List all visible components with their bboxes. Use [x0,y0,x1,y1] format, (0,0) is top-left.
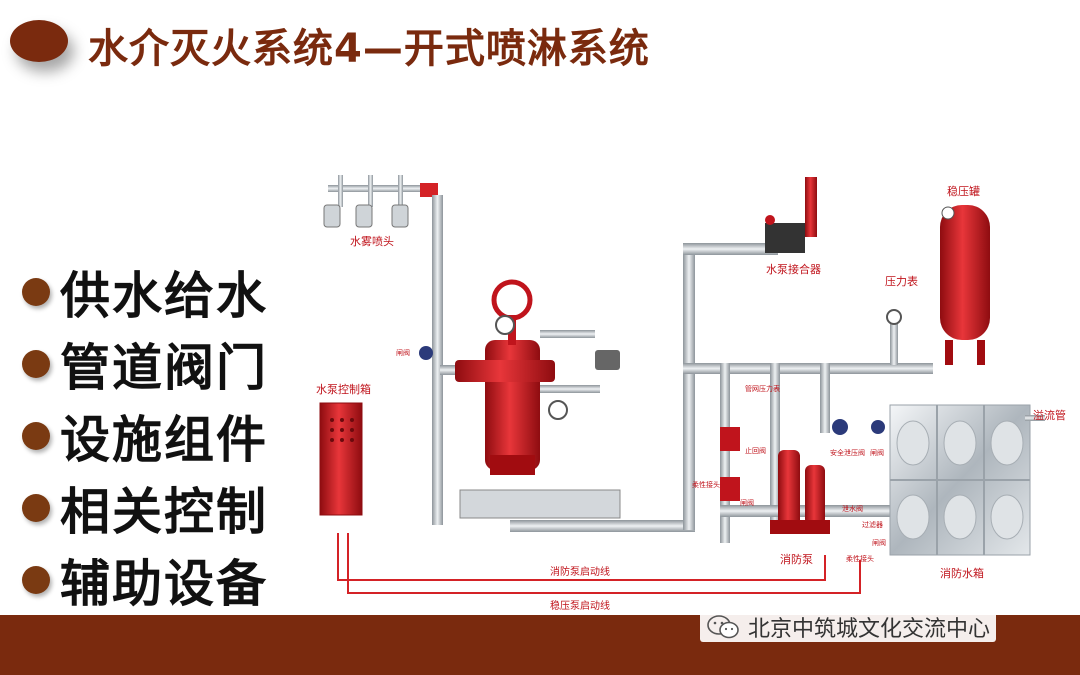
pressure-gauge-icon [886,309,902,325]
pump-adapter [765,177,817,253]
fire-pumps [720,427,830,534]
bullet-text: 辅助设备 [60,555,268,613]
label-pressure-tank: 稳压罐 [947,184,980,198]
label-pump-control-box: 水泵控制箱 [316,382,371,396]
pressure-tank [940,205,990,365]
bullet-item: 相关控制 [22,472,268,544]
watermark-text: 北京中筑城文化交流中心 [748,617,991,642]
bullet-text: 供水给水 [60,267,268,325]
wechat-icon [707,615,739,639]
label-drain-valve: 泄水阀 [842,504,863,513]
label-filter: 过滤器 [862,520,883,529]
label-safety-relief-valve: 安全泄压阀 [830,448,865,457]
bullet-text: 设施组件 [60,411,268,469]
safety-valve-icon [832,419,848,435]
label-gate-valve-4: 闸阀 [872,538,886,547]
label-pump-adapter: 水泵接合器 [766,262,821,276]
slide-title: 水介灭火系统4—开式喷淋系统 [88,26,650,72]
deluge-valve-assembly [419,279,621,519]
label-fire-pump: 消防泵 [780,552,813,566]
label-spray-heads: 水雾喷头 [350,235,394,248]
bullet-text: 管道阀门 [60,339,268,397]
label-gate-valve-3: 闸阀 [870,448,884,457]
label-flex-joint: 柔性接头 [692,480,720,489]
label-flex-joint-2: 柔性接头 [846,554,874,563]
label-gate-valve: 闸阀 [396,348,410,357]
label-fire-pump-start-line: 消防泵启动线 [550,565,610,578]
label-pressure-gauge: 压力表 [885,274,918,288]
bullet-dot-icon [22,494,50,522]
bullet-item: 辅助设备 [22,544,268,616]
bullet-dot-icon [22,350,50,378]
bullet-dot-icon [22,566,50,594]
bullet-text: 相关控制 [60,483,268,541]
label-check-valve: 止回阀 [745,446,766,455]
water-tank [889,404,1045,556]
watermark: 北京中筑城文化交流中心 [700,612,997,642]
bullet-item: 供水给水 [22,256,268,328]
bullet-dot-icon [22,278,50,306]
gate-valve-icon [871,420,885,434]
label-water-tank: 消防水箱 [940,566,984,580]
bullet-item: 设施组件 [22,400,268,472]
pump-control-box [319,402,363,516]
label-overflow-pipe: 溢流管 [1033,408,1066,422]
bullet-item: 管道阀门 [22,328,268,400]
sprinkler-system-diagram: 水雾喷头 闸阀 水泵控制箱 消防泵启动线 稳压泵启动线 [316,175,1066,610]
label-gate-valve-2: 闸阀 [740,498,754,507]
bullet-list: 供水给水 管道阀门 设施组件 相关控制 辅助设备 [22,256,268,616]
bullet-dot-icon [22,422,50,450]
title-bullet-dot [10,20,68,62]
label-pipe-pressure-gauge: 管网压力表 [745,384,780,393]
spray-heads [323,175,438,228]
label-stabilizer-pump-start-line: 稳压泵启动线 [550,599,610,610]
